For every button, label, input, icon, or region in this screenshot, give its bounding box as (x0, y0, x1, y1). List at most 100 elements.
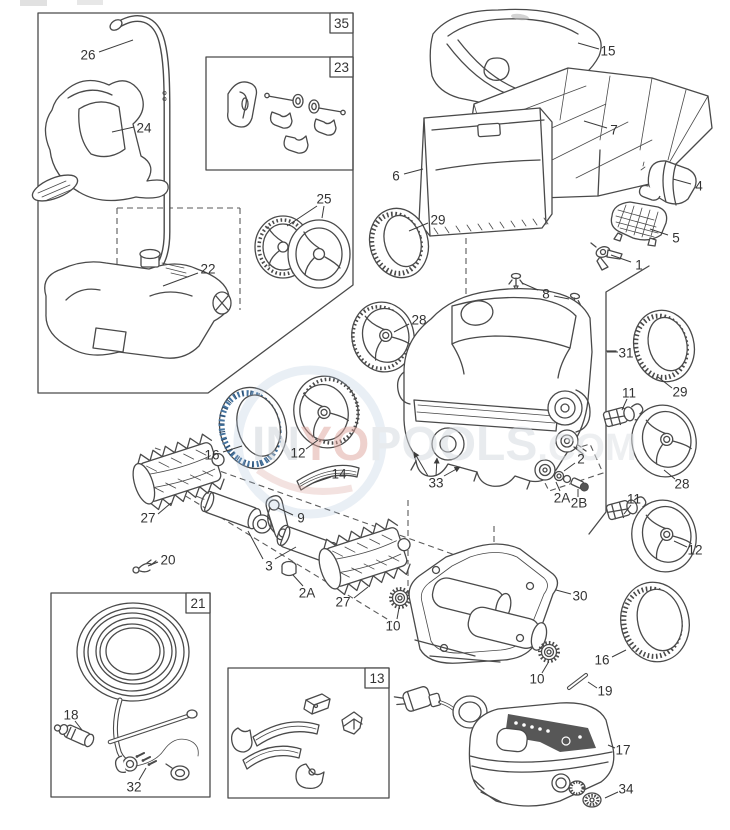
svg-text:5: 5 (672, 231, 680, 246)
svg-text:2A: 2A (554, 491, 571, 506)
connector-cap-part (582, 792, 602, 808)
svg-text:27: 27 (335, 595, 350, 610)
callout-17: 17 (607, 743, 631, 758)
svg-text:22: 22 (200, 262, 215, 277)
svg-text:12: 12 (290, 446, 305, 461)
power-cord-plug-part (393, 686, 502, 740)
power-supply-part (468, 702, 615, 807)
svg-text:7: 7 (610, 123, 618, 138)
svg-text:2B: 2B (571, 496, 588, 511)
mesh-screen-part (610, 201, 668, 247)
caddy-base-part (44, 248, 232, 359)
inset-box-23-label: 23 (334, 60, 349, 75)
callout-24: 24 (111, 121, 152, 136)
callout-29: 29 (657, 376, 688, 400)
svg-text:31: 31 (618, 346, 633, 361)
rubber-bumper-kit-parts (230, 693, 363, 790)
shaft-bearing-ring-inner (256, 518, 268, 530)
callout-31: 31 (607, 346, 634, 361)
svg-text:3: 3 (265, 559, 273, 574)
wheel-part-12-left (293, 375, 360, 449)
inset-box-13-label: 13 (369, 671, 384, 686)
cable-screws-part (135, 752, 157, 766)
callout-1: 1 (610, 254, 643, 273)
svg-text:32: 32 (126, 780, 141, 795)
tire-part-29-right (632, 309, 696, 383)
retainer-screw-part (508, 272, 524, 291)
latch-kit-parts (227, 81, 346, 154)
tire-part-29-left (368, 207, 430, 279)
swivel-fitting-part (53, 723, 95, 748)
hose-clip-part (132, 559, 157, 574)
svg-text:15: 15 (600, 44, 615, 59)
callout-29: 29 (408, 213, 446, 232)
callout-5: 5 (649, 228, 680, 246)
floating-cable-part (76, 602, 199, 781)
bushing-part-2a-center (281, 560, 297, 577)
callout-19: 19 (587, 681, 613, 699)
svg-text:29: 29 (672, 385, 687, 400)
inset-box-13: 13 (227, 667, 390, 799)
callout-12: 12 (290, 439, 319, 461)
svg-text:10: 10 (529, 672, 544, 687)
svg-text:11: 11 (627, 492, 641, 507)
callout-27: 27 (335, 586, 369, 610)
drive-wheel-part-28-left (351, 301, 415, 373)
bottom-housing-part (408, 543, 559, 664)
svg-text:11: 11 (622, 386, 636, 401)
svg-text:6: 6 (392, 169, 400, 184)
callout-28: 28 (663, 469, 690, 492)
filter-panel-part (418, 107, 553, 237)
callout-2B: 2B (571, 489, 588, 511)
svg-text:20: 20 (160, 553, 175, 568)
caddy-wheels-part (254, 215, 351, 289)
inset-box-21: 21 (50, 592, 211, 798)
callout-2A: 2A (554, 481, 571, 506)
callout-11: 11 (623, 492, 641, 515)
bearing-kit-part (534, 429, 589, 492)
callout-18: 18 (63, 708, 83, 731)
elbow-cone-part (638, 160, 697, 206)
svg-text:28: 28 (411, 313, 426, 328)
watermark: INYOPOOLS.COM (233, 365, 637, 519)
inset-box-35-label: 35 (334, 16, 349, 31)
svg-text:2A: 2A (299, 586, 316, 601)
callout-12: 12 (673, 540, 703, 558)
svg-text:4: 4 (695, 179, 703, 194)
callout-25: 25 (286, 192, 332, 227)
callout-2: 2 (563, 452, 585, 472)
callout-9: 9 (277, 507, 305, 526)
callout-11: 11 (621, 386, 636, 411)
svg-text:17: 17 (615, 743, 630, 758)
shaft-bearing-ring (252, 514, 272, 534)
svg-text:34: 34 (618, 782, 634, 797)
callout-6: 6 (392, 169, 424, 184)
caddy-upright-part (31, 79, 169, 202)
callout-8: 8 (521, 282, 570, 302)
callout-16: 16 (204, 445, 243, 463)
inset-box-21-label: 21 (190, 596, 205, 611)
svg-text:29: 29 (430, 213, 445, 228)
impeller-fitting-part (590, 242, 623, 271)
callout-10: 10 (529, 662, 549, 687)
svg-text:25: 25 (316, 192, 331, 207)
brush-part-right (318, 518, 411, 596)
chassis-body-part (396, 287, 593, 490)
svg-text:16: 16 (204, 448, 219, 463)
svg-text:24: 24 (136, 121, 152, 136)
callout-4: 4 (672, 179, 703, 194)
watermark-text: INYOPOOLS.COM (252, 418, 637, 471)
svg-text:27: 27 (140, 511, 155, 526)
callout-3: 3 (247, 530, 297, 574)
callout-28: 28 (393, 313, 427, 333)
scan-artifacts (20, 0, 103, 6)
callout-14: 14 (312, 467, 347, 484)
svg-text:33: 33 (428, 476, 443, 491)
svg-text:8: 8 (542, 287, 550, 302)
svg-text:18: 18 (63, 708, 78, 723)
tire-part-16-right (620, 581, 690, 663)
drive-wheel-part-28-right (631, 404, 697, 478)
